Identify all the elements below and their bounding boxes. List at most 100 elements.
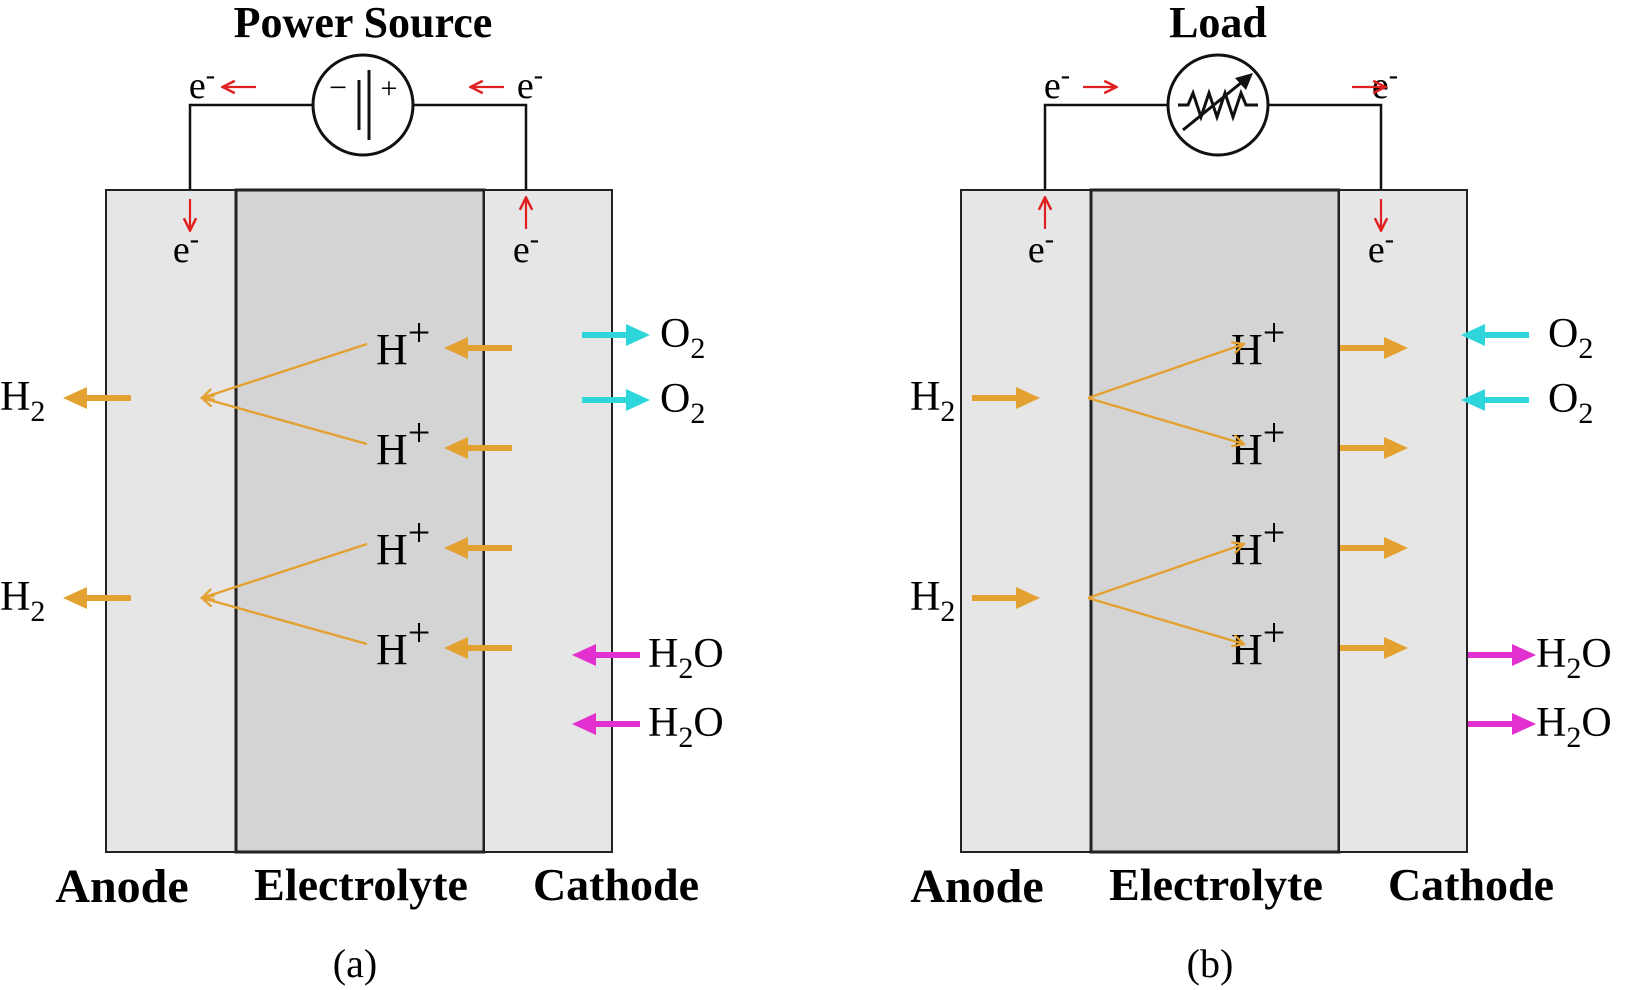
gas-element: H — [910, 374, 940, 420]
proton-arrow-1 — [1340, 337, 1408, 359]
electron-symbol: e — [1368, 229, 1385, 271]
electron-label-left-wire: e- — [1044, 60, 1070, 107]
hydrogen-gas-in-arrow-2 — [972, 587, 1040, 609]
ion-charge: + — [1263, 310, 1286, 355]
electron-label-cathode: e- — [513, 224, 539, 271]
proton-path-arrow-2 — [202, 398, 368, 446]
proton-arrow-2 — [444, 437, 512, 459]
panel-caption: (b) — [1187, 941, 1234, 986]
proton-path-arrow-2 — [1087, 396, 1244, 444]
ion-charge: + — [408, 410, 431, 455]
cathode-layer — [1338, 189, 1468, 853]
hydrogen-ion-label-2: H+ — [1231, 410, 1285, 474]
variable-resistor-icon — [1178, 73, 1258, 132]
gas-element: O — [660, 376, 690, 422]
anode-label: Anode — [55, 860, 188, 913]
anode-layer — [105, 189, 237, 853]
oxygen-gas-label-2: O2 — [1548, 376, 1593, 430]
hydrogen-gas-label-2: H2 — [0, 574, 45, 628]
gas-subscript: 2 — [940, 395, 955, 428]
anode-label: Anode — [910, 860, 1043, 913]
hydrogen-gas-label-1: H2 — [910, 374, 955, 428]
oxygen-out-arrow-1 — [582, 324, 650, 346]
water-out-arrow-2 — [1468, 713, 1536, 735]
hydrogen-ion-label-3: H+ — [376, 510, 430, 574]
hydrogen-gas-out-arrow-2 — [63, 587, 131, 609]
electrolyte-label: Electrolyte — [254, 859, 468, 910]
ion-symbol: H — [1231, 625, 1263, 674]
ion-charge: + — [1263, 610, 1286, 655]
electrolyte-layer — [234, 188, 486, 854]
water-hydrogen: H — [648, 631, 678, 677]
hydrogen-ion-label-2: H+ — [376, 410, 430, 474]
proton-arrow-3 — [1340, 537, 1408, 559]
anode-layer — [960, 189, 1092, 853]
proton-arrow-1 — [444, 337, 512, 359]
battery-minus-sign: − — [329, 69, 347, 105]
electron-symbol: e — [517, 65, 534, 107]
electron-charge: - — [530, 224, 539, 255]
electron-charge: - — [1385, 224, 1394, 255]
cathode-label: Cathode — [533, 859, 699, 910]
ion-symbol: H — [376, 425, 408, 474]
gas-subscript: 2 — [1578, 332, 1593, 365]
electron-charge: - — [1061, 60, 1070, 91]
hydrogen-gas-in-arrow-1 — [972, 387, 1040, 409]
electron-label-anode: e- — [173, 224, 199, 271]
water-subscript: 2 — [1566, 721, 1581, 754]
electron-symbol: e — [513, 229, 530, 271]
panel-caption: (a) — [333, 941, 377, 986]
electrolyte-layer — [1089, 188, 1341, 854]
ion-symbol: H — [376, 625, 408, 674]
load-label: Load — [1169, 0, 1267, 47]
ion-charge: + — [1263, 510, 1286, 555]
hydrogen-ion-label-1: H+ — [376, 310, 430, 374]
ion-symbol: H — [1231, 425, 1263, 474]
circuit-wire — [1043, 103, 1383, 190]
oxygen-in-arrow-1 — [1461, 324, 1529, 346]
electron-charge: - — [1045, 224, 1054, 255]
water-oxygen: O — [1581, 700, 1611, 746]
gas-element: H — [0, 374, 30, 420]
oxygen-gas-label-1: O2 — [660, 311, 705, 365]
proton-arrow-2 — [1340, 437, 1408, 459]
gas-element: O — [1548, 311, 1578, 357]
electron-symbol: e — [173, 229, 190, 271]
proton-path-arrow-4 — [202, 598, 368, 646]
water-hydrogen: H — [1536, 700, 1566, 746]
hydrogen-gas-label-2: H2 — [910, 574, 955, 628]
electron-charge: - — [190, 224, 199, 255]
water-label-1: H2O — [1536, 631, 1612, 685]
gas-element: H — [910, 574, 940, 620]
battery-plus-sign: + — [381, 72, 398, 105]
gas-subscript: 2 — [30, 395, 45, 428]
ion-charge: + — [1263, 410, 1286, 455]
electron-label-anode: e- — [1028, 224, 1054, 271]
battery-icon — [357, 70, 371, 140]
ion-charge: + — [408, 510, 431, 555]
electron-label-right-wire: e- — [1372, 60, 1398, 107]
gas-subscript: 2 — [690, 397, 705, 430]
proton-arrow-4 — [444, 637, 512, 659]
water-label-1: H2O — [648, 631, 724, 685]
electron-label-cathode: e- — [1368, 224, 1394, 271]
hydrogen-gas-out-arrow-1 — [63, 387, 131, 409]
electron-charge: - — [534, 60, 543, 91]
proton-path-arrow-1 — [202, 342, 368, 398]
gas-subscript: 2 — [940, 595, 955, 628]
hydrogen-gas-label-1: H2 — [0, 374, 45, 428]
proton-arrow-3 — [444, 537, 512, 559]
oxygen-in-arrow-2 — [1461, 389, 1529, 411]
proton-arrow-4 — [1340, 637, 1408, 659]
load — [1166, 53, 1270, 157]
ion-symbol: H — [1231, 525, 1263, 574]
oxygen-gas-label-2: O2 — [660, 376, 705, 430]
proton-path-arrow-4 — [1087, 596, 1244, 644]
water-oxygen: O — [1581, 631, 1611, 677]
electron-label-right-wire: e- — [517, 60, 543, 107]
gas-element: O — [660, 311, 690, 357]
ion-symbol: H — [376, 525, 408, 574]
electron-charge: - — [1389, 60, 1398, 91]
